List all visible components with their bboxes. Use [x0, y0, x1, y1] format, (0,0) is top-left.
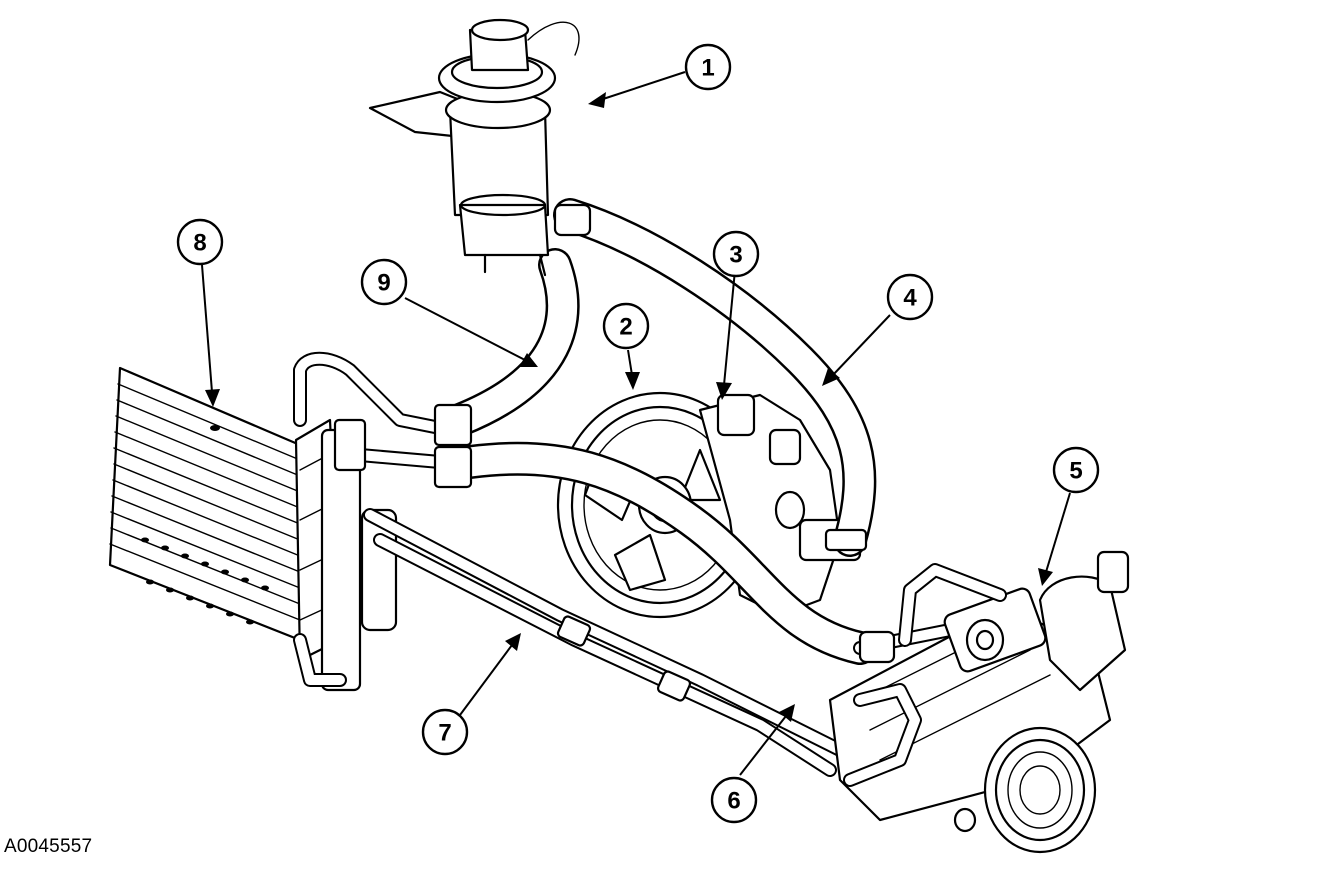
callout-4-label: 4	[903, 285, 917, 312]
steering-gear-illustration	[828, 550, 1130, 854]
callout-3-label: 3	[729, 242, 742, 269]
supply-hose-illustration	[553, 198, 877, 557]
callout-7: 7	[421, 708, 469, 756]
pump-body-illustration	[698, 393, 862, 617]
cooler-lines-illustration	[293, 351, 473, 687]
callout-6: 6	[710, 776, 758, 824]
callout-8-label: 8	[193, 230, 206, 257]
oil-cooler-illustration	[108, 366, 398, 692]
return-tube-illustration	[363, 508, 867, 777]
callout-5-label: 5	[1069, 458, 1082, 485]
callout-leaders	[201, 71, 1071, 776]
callout-1: 1	[684, 43, 732, 91]
cooler-return-hose-illustration	[443, 248, 580, 437]
callout-8: 8	[176, 218, 224, 266]
callout-1-label: 1	[701, 55, 714, 82]
figure-id-label: A0045557	[4, 836, 93, 857]
callout-4: 4	[886, 273, 934, 321]
callout-9: 9	[360, 258, 408, 306]
callout-2: 2	[602, 302, 650, 350]
fluid-reservoir-illustration	[368, 18, 592, 277]
callout-3: 3	[712, 230, 760, 278]
callout-7-label: 7	[438, 720, 451, 747]
callout-9-label: 9	[377, 270, 390, 297]
callout-5: 5	[1052, 446, 1100, 494]
callout-6-label: 6	[727, 788, 740, 815]
callout-2-label: 2	[619, 314, 632, 341]
